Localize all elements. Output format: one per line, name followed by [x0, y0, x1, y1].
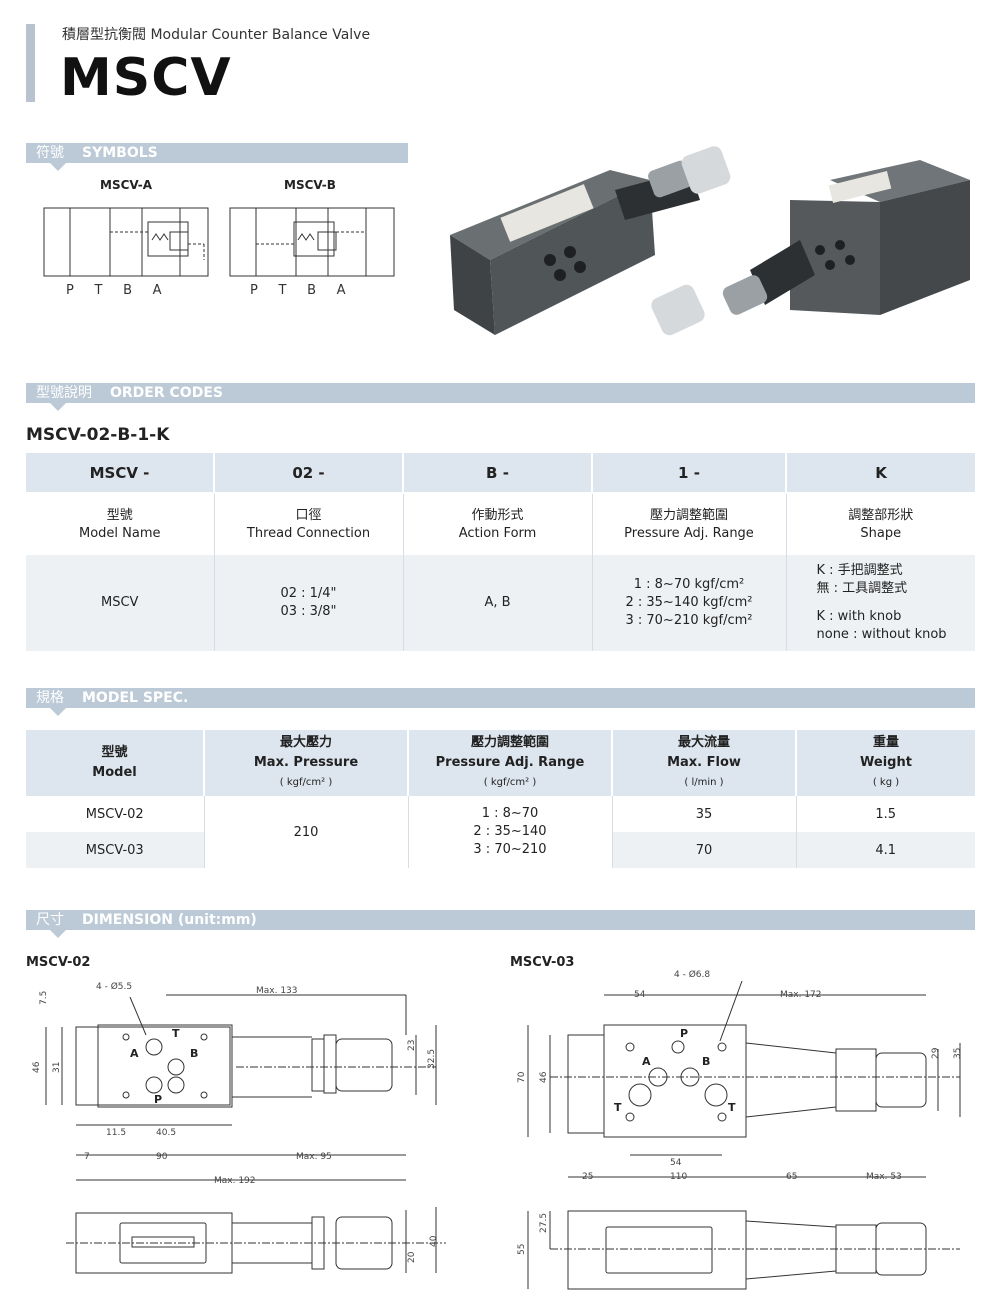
symbol-b-ports: P T B A: [250, 283, 346, 298]
dim02-port-t: T: [172, 1027, 180, 1040]
spec-weight-02: 1.5: [875, 806, 897, 822]
dim02-40-5: 40.5: [156, 1128, 176, 1138]
page-title: MSCV: [60, 48, 232, 108]
dim03-25: 25: [582, 1172, 593, 1182]
order-header-pressure: 1 -: [592, 453, 787, 494]
dim02-46: 46: [32, 1061, 42, 1073]
dim03-54b: 54: [670, 1158, 682, 1168]
dim02-11-5: 11.5: [106, 1128, 126, 1138]
dim02-max95: Max. 95: [296, 1152, 332, 1162]
dim02-port-b: B: [190, 1047, 198, 1060]
dimension-drawing-mscv-03: 4 - Ø6.8 54 Max. 172 29 35 70 46 A B T T…: [517, 969, 963, 1290]
dim03-max172: Max. 172: [780, 990, 822, 1000]
dim03-46: 46: [539, 1071, 549, 1083]
dim03-54a: 54: [634, 990, 646, 1000]
spec-flow-03: 70: [612, 832, 797, 868]
header-accent-bar: [26, 24, 35, 102]
order-value-thread: 02 : 1/4"03 : 3/8": [214, 555, 404, 651]
dim02-20: 20: [407, 1251, 417, 1263]
symbol-a-ports: P T B A: [66, 283, 162, 298]
dim02-23: 23: [407, 1040, 417, 1051]
dim03-port-t1: T: [614, 1101, 622, 1114]
order-code-example: MSCV-02-B-1-K: [26, 425, 170, 445]
dim03-27-5: 27.5: [539, 1213, 549, 1233]
valve-photo-2: [651, 160, 970, 336]
dim03-70: 70: [517, 1071, 527, 1083]
dim03-35: 35: [953, 1048, 963, 1059]
dim02-holes: 4 - Ø5.5: [96, 981, 132, 992]
dim02-90: 90: [156, 1152, 168, 1162]
dim02-40: 40: [429, 1235, 439, 1247]
symbol-b-diagram: [229, 207, 395, 277]
dim03-holes: 4 - Ø6.8: [674, 969, 710, 980]
dim02-32-5: 32.5: [427, 1049, 437, 1069]
spec-model-03: MSCV-03: [26, 832, 205, 868]
order-header-shape: K: [786, 453, 975, 494]
dim03-port-b: B: [702, 1055, 710, 1068]
dim02-max133: Max. 133: [256, 986, 298, 996]
page-header: 積層型抗衡閥 Modular Counter Balance Valve MSC…: [26, 22, 526, 108]
symbol-a-diagram: [43, 207, 209, 277]
dim03-port-a: A: [642, 1055, 651, 1068]
symbol-b-label: MSCV-B: [284, 178, 336, 192]
dim-mscv-03-label: MSCV-03: [510, 955, 575, 970]
dim03-port-p: P: [680, 1027, 688, 1040]
dim02-port-a: A: [130, 1047, 139, 1060]
dim-mscv-02-label: MSCV-02: [26, 955, 91, 970]
dim02-31: 31: [52, 1062, 62, 1073]
order-header-thread: 02 -: [214, 453, 404, 494]
hydraulic-symbols: [43, 207, 395, 277]
header-subtitle: 積層型抗衡閥 Modular Counter Balance Valve: [62, 27, 371, 43]
dim02-7: 7: [84, 1152, 90, 1162]
order-header-action: B -: [403, 453, 593, 494]
dimension-drawing-mscv-02: 4 - Ø5.5 Max. 133 7.5 46 31 23 32.5 A B …: [32, 981, 446, 1274]
dim02-port-p: P: [154, 1093, 162, 1106]
dim03-port-t2: T: [728, 1101, 736, 1114]
order-value-model: MSCV: [26, 555, 215, 651]
spec-flow-02: 35: [612, 796, 797, 832]
dim03-29: 29: [931, 1047, 941, 1059]
dim03-55: 55: [517, 1244, 527, 1255]
spec-weight-03: 4.1: [796, 832, 975, 868]
spec-model-02: MSCV-02: [26, 796, 205, 832]
dim02-max192: Max. 192: [214, 1176, 256, 1186]
dim03-65: 65: [786, 1172, 797, 1182]
dim03-max53: Max. 53: [866, 1172, 902, 1182]
spec-max-pressure: 210: [204, 796, 409, 868]
order-value-action: A, B: [403, 555, 593, 651]
dim02-7-5: 7.5: [39, 991, 49, 1005]
order-header-model: MSCV -: [26, 453, 215, 494]
product-photos: [450, 146, 970, 336]
dim03-110: 110: [670, 1172, 687, 1182]
valve-photo-1: [450, 146, 731, 335]
symbol-a-label: MSCV-A: [100, 178, 153, 192]
